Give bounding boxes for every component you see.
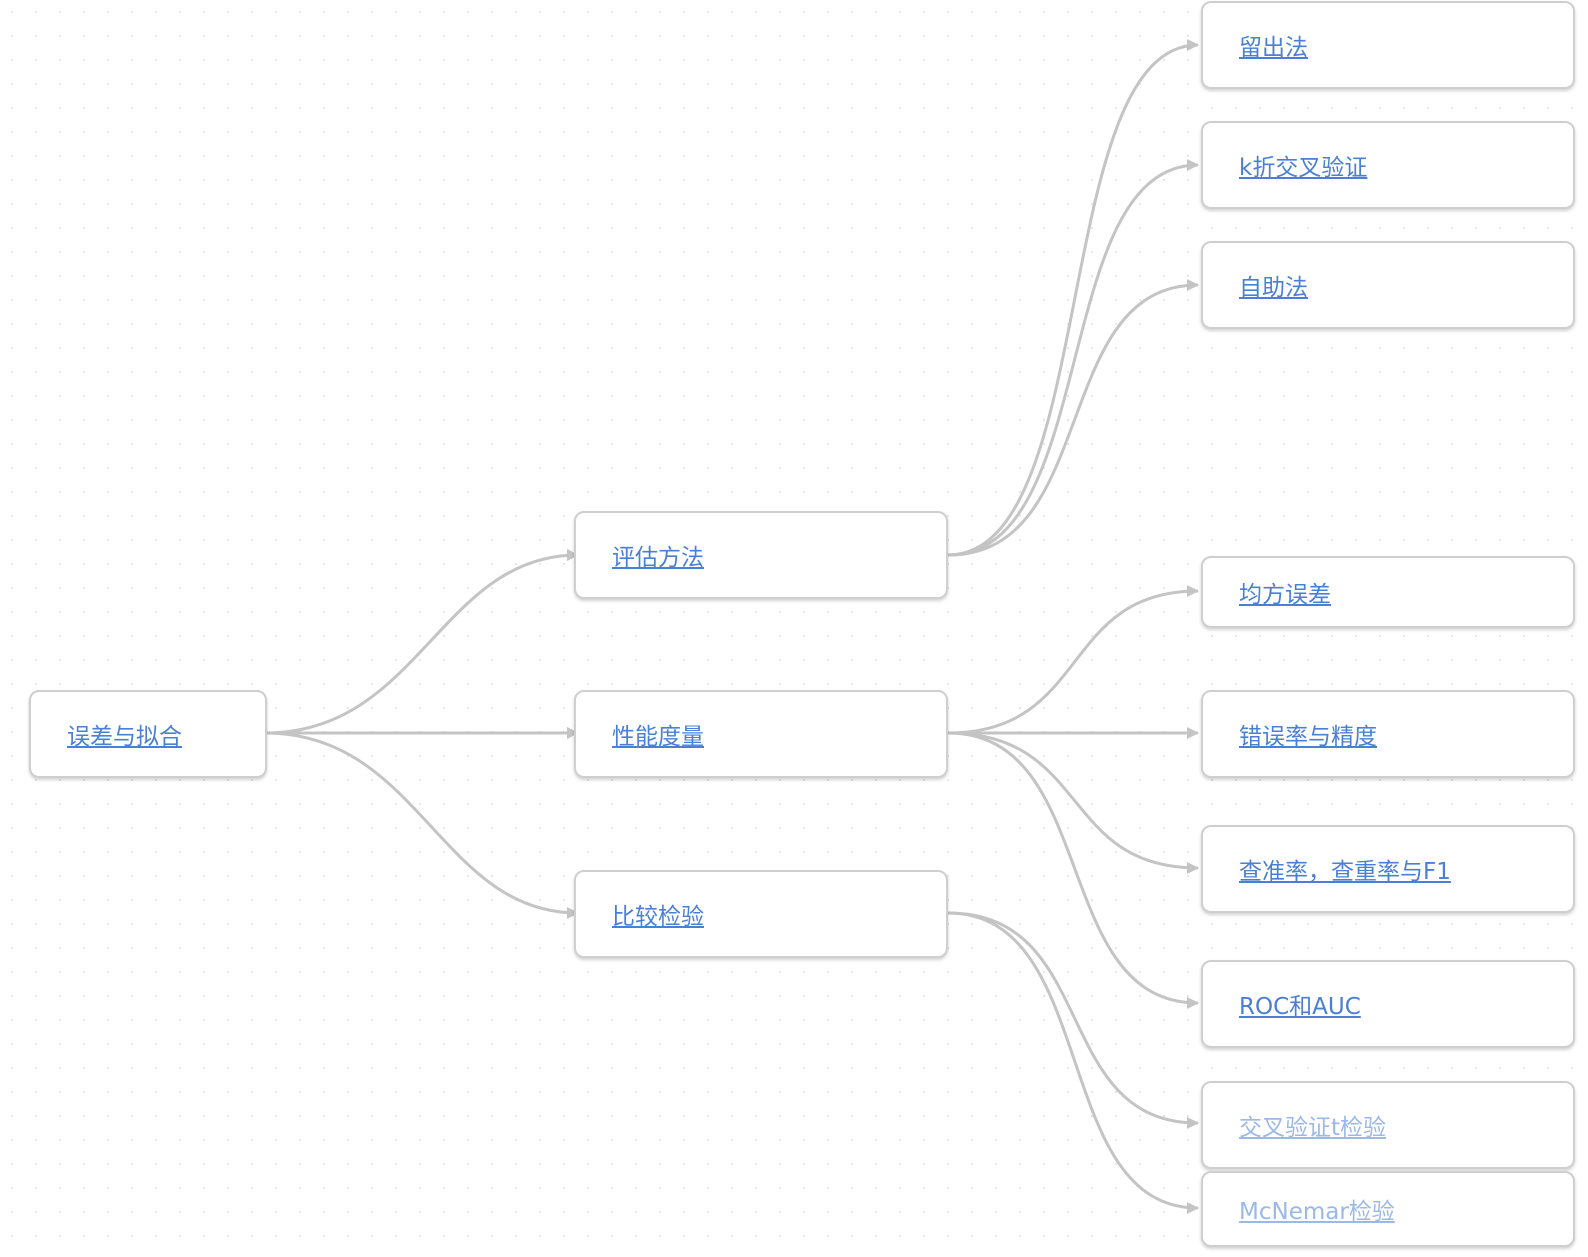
node-comparison-tests[interactable]: 比较检验 [574,870,948,958]
node-mse[interactable]: 均方误差 [1201,556,1575,628]
node-mcnemar-test[interactable]: McNemar检验 [1201,1171,1575,1247]
edge-compare-to-mcnemar [947,911,1199,1214]
node-comparison-tests-link[interactable]: 比较检验 [612,904,704,930]
node-error-rate-accuracy[interactable]: 错误率与精度 [1201,690,1575,778]
node-cv-t-test-link[interactable]: 交叉验证t检验 [1239,1115,1387,1141]
node-evaluation-methods-link[interactable]: 评估方法 [612,545,704,571]
node-holdout[interactable]: 留出法 [1201,1,1575,89]
node-evaluation-methods[interactable]: 评估方法 [574,511,948,599]
root-node-link[interactable]: 误差与拟合 [67,724,182,750]
node-kfold-cv-link[interactable]: k折交叉验证 [1239,155,1368,181]
edge-eval-to-kfold [947,159,1199,557]
edge-compare-to-ttest [947,911,1199,1129]
node-cv-t-test[interactable]: 交叉验证t检验 [1201,1081,1575,1169]
edge-root-to-compare [264,731,579,919]
edge-eval-to-holdout [947,39,1199,557]
root-node[interactable]: 误差与拟合 [29,690,267,778]
edge-root-to-eval [264,549,579,735]
node-performance-metrics-link[interactable]: 性能度量 [612,724,704,750]
node-precision-recall-f1[interactable]: 查准率，查重率与F1 [1201,825,1575,913]
edge-metric-to-prf [947,731,1199,874]
edge-metric-to-roc [947,731,1199,1009]
node-bootstrap-link[interactable]: 自助法 [1239,275,1308,301]
node-error-rate-accuracy-link[interactable]: 错误率与精度 [1239,724,1377,750]
node-roc-auc[interactable]: ROC和AUC [1201,960,1575,1048]
edge-eval-to-bootstrap [947,279,1199,557]
node-kfold-cv[interactable]: k折交叉验证 [1201,121,1575,209]
node-holdout-link[interactable]: 留出法 [1239,35,1308,61]
node-mse-link[interactable]: 均方误差 [1239,582,1331,608]
node-bootstrap[interactable]: 自助法 [1201,241,1575,329]
node-mcnemar-test-link[interactable]: McNemar检验 [1239,1199,1395,1225]
node-roc-auc-link[interactable]: ROC和AUC [1239,994,1361,1020]
node-performance-metrics[interactable]: 性能度量 [574,690,948,778]
node-precision-recall-f1-link[interactable]: 查准率，查重率与F1 [1239,859,1451,885]
edge-metric-to-mse [947,585,1199,735]
